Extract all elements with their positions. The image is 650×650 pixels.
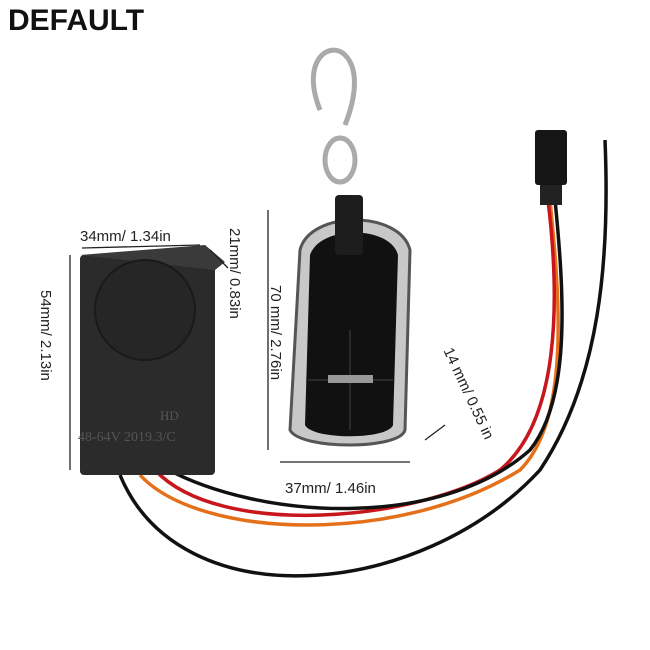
default-label: DEFAULT bbox=[8, 4, 145, 37]
remote-width-label: 37mm/ 1.46in bbox=[285, 480, 376, 497]
remote-height-label: 70 mm/ 2.76in bbox=[267, 285, 284, 381]
keyring bbox=[310, 47, 358, 185]
alarm-box bbox=[80, 245, 225, 475]
wires bbox=[118, 139, 608, 578]
device-spec-print: 48-64V 2019.3/C bbox=[78, 430, 176, 445]
alarm-depth-label: 21mm/ 0.83in bbox=[226, 228, 243, 319]
remote-fob bbox=[288, 195, 412, 447]
alarm-height-label: 54mm/ 2.13in bbox=[37, 290, 54, 381]
device-brand-print: HD bbox=[160, 408, 179, 423]
dimension-lines bbox=[69, 210, 446, 470]
connector-plug bbox=[535, 130, 567, 205]
alarm-width-label: 34mm/ 1.34in bbox=[80, 228, 171, 245]
